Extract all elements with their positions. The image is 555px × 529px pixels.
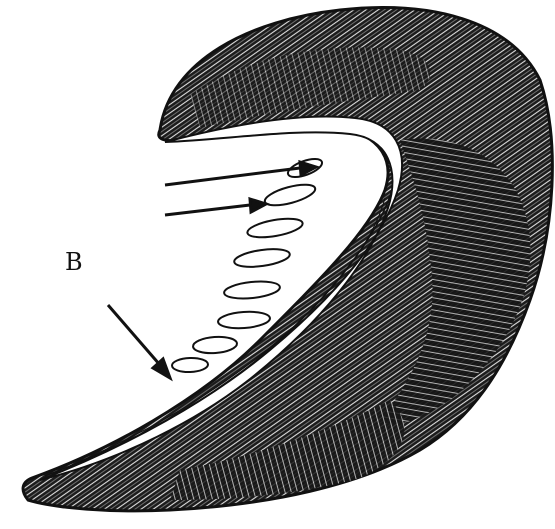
label-b-pointer: [108, 305, 170, 378]
label-b: B: [65, 248, 83, 276]
crescent-body: [23, 8, 552, 511]
flow-arrows: [165, 162, 316, 215]
